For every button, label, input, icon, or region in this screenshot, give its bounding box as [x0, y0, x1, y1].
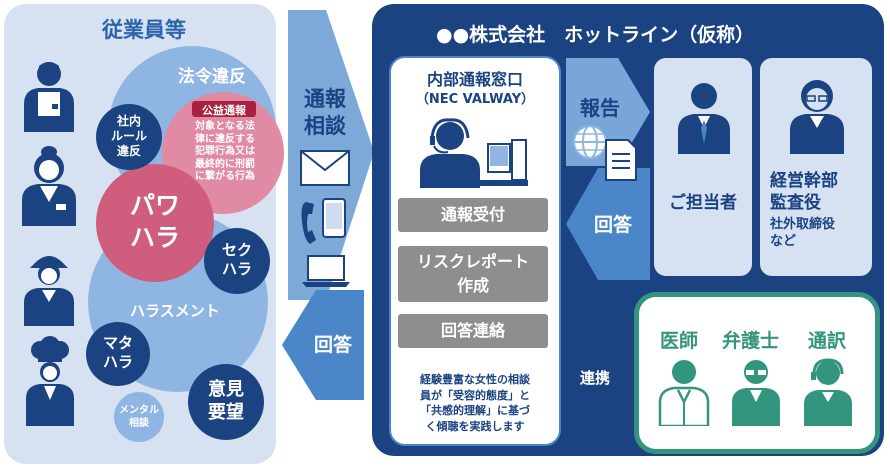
lawyer-icon [732, 360, 780, 426]
internal-rules-circle [96, 104, 162, 170]
mental-consult-circle [114, 392, 164, 442]
maternity-harassment-label: マタ ハラ [102, 334, 133, 371]
office-worker-icon [24, 62, 74, 132]
public-interest-badge [192, 101, 256, 117]
answer-left-label: 回答 [314, 334, 353, 356]
smartphone-icon [322, 198, 346, 238]
laptop-icon [302, 255, 350, 287]
harassment-label: ハラスメント [130, 302, 220, 320]
maternity-harassment-circle [86, 322, 150, 386]
answer-arrow [282, 290, 364, 400]
answer-right-arrow [566, 168, 650, 280]
person-in-charge-label: ご担当者 [669, 193, 737, 213]
opinion-request-circle [188, 364, 264, 440]
operator-icon [420, 118, 528, 188]
step-answer-contact: 回答連絡 [398, 314, 548, 348]
power-harassment-circle [96, 164, 214, 282]
hotline-title: ●●株式会社 ホットライン（仮称） [436, 24, 755, 46]
lawyer-label: 弁護士 [722, 330, 780, 352]
doctor-icon [658, 360, 710, 426]
interpreter-label: 通訳 [808, 330, 847, 352]
report-label: 報告 [580, 96, 620, 120]
phone-icon [301, 202, 316, 244]
public-interest-badge-label: 公益通報 [202, 104, 246, 117]
law-violation-label: 法令違反 [178, 67, 246, 87]
step-risk-report: リスクレポート 作成 [398, 246, 548, 302]
executives-label: 経営幹部 監査役 [770, 171, 838, 213]
answer-right-label: 回答 [594, 214, 633, 236]
envelope-icon [300, 150, 350, 186]
interpreter-icon [804, 358, 852, 426]
businessman-icon [678, 83, 730, 154]
executives-sub-label: 社外取締役 など [770, 217, 836, 249]
report-consult-label: 通報 相談 [304, 87, 346, 138]
cooperation-arrow [566, 346, 622, 408]
public-interest-description: 対象となる法 律に違反する 犯罪行為又は 最終的に刑罰 に繋がる行為 [195, 121, 255, 183]
businesswoman-icon [790, 80, 844, 154]
cooperation-label: 連携 [579, 369, 610, 387]
internal-window-subtitle: （NEC VALWAY） [415, 92, 535, 107]
globe-icon [573, 125, 607, 159]
document-icon [605, 139, 637, 181]
worker-cap-icon [24, 256, 74, 326]
internal-rules-label: 社内 ルール 違反 [110, 114, 147, 158]
chef-icon [26, 336, 74, 426]
step-report-received: 通報受付 [398, 198, 548, 232]
doctor-label: 医師 [660, 330, 699, 352]
internal-window-description: 経験豊富な女性の相談 員が「受容的態度」と 「共感的理解」に基づ く傾聴を実践し… [420, 373, 530, 433]
power-harassment-label: パワ ハラ [129, 191, 180, 252]
employees-title: 従業員等 [102, 18, 186, 42]
sexual-harassment-label: セク ハラ [221, 241, 252, 278]
sexual-harassment-circle [204, 228, 270, 294]
female-worker-icon [22, 146, 76, 226]
internal-window-title: 内部通報窓口 [426, 70, 523, 89]
opinion-request-label: 意見 要望 [208, 379, 244, 423]
mental-consult-label: メンタル 相談 [119, 405, 159, 429]
